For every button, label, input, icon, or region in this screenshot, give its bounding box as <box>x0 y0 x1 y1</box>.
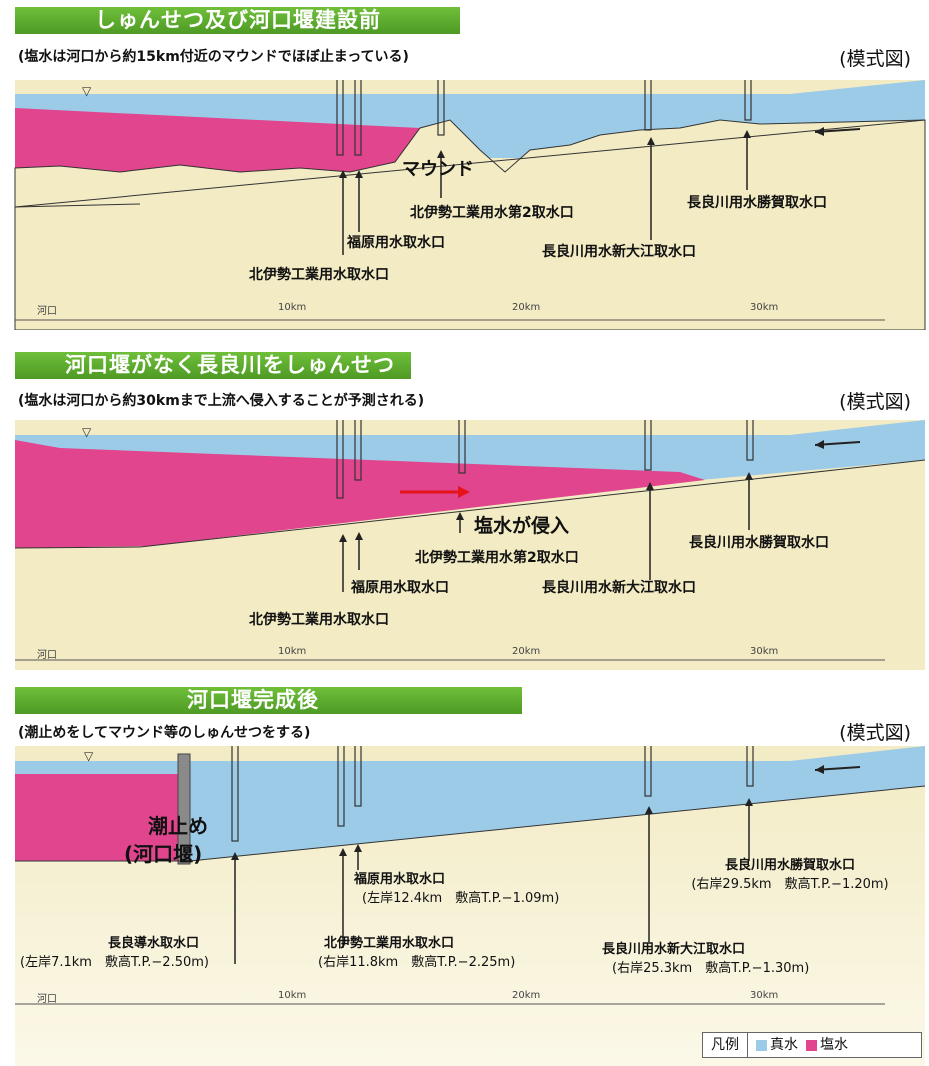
panel1-title-banner: しゅんせつ及び河口堰建設前 <box>15 7 460 34</box>
river-bed-mound <box>14 119 926 330</box>
legend-title: 凡例 <box>703 1033 748 1057</box>
label-kitaise-2-intake: 北伊勢工業用水第2取水口 <box>415 550 579 566</box>
fukuhara-detail: (左岸12.4km 敷高T.P.−1.09m) <box>362 891 560 906</box>
axis-label-30km: 30km <box>750 646 779 657</box>
legend-fresh-label: 真水 <box>770 1037 798 1053</box>
panel2-river-diagram: ▽ <box>14 420 926 670</box>
panel1-river-diagram: ▽ <box>14 80 926 330</box>
barrier-label: 潮止め <box>148 814 208 838</box>
intake-pipe <box>354 80 362 156</box>
intake-pipe <box>458 420 466 474</box>
panel3-title-banner: 河口堰完成後 <box>15 687 522 714</box>
label-kitaise-intake: 北伊勢工業用水取水口 (右岸11.8km 敷高T.P.−2.25m) <box>318 932 598 970</box>
panel-dredged-without-barrage: 河口堰がなく長良川をしゅんせつした場合 (塩水は河口から約30kmまで上流へ侵入… <box>0 345 929 685</box>
label-nagara-katsuga-intake: 長良川用水勝賀取水口 <box>689 535 829 551</box>
axis-label-mouth: 河口 <box>37 650 57 661</box>
nagara-dou-name: 長良導水取水口 <box>108 936 200 951</box>
intake-pipe <box>231 746 239 842</box>
label-kitaise-2-intake: 北伊勢工業用水第2取水口 <box>410 205 574 221</box>
label-nagara-dou-intake: 長良導水取水口 (左岸7.1km 敷高T.P.−2.50m) <box>20 932 310 970</box>
panel2-title-banner: 河口堰がなく長良川をしゅんせつした場合 <box>15 352 411 404</box>
water-level-icon: ▽ <box>82 425 92 439</box>
bed-slope-line <box>14 119 926 208</box>
axis-label-20km: 20km <box>512 646 541 657</box>
katsuga-name: 長良川用水勝賀取水口 <box>724 858 855 873</box>
label-shinooe-intake: 長良川用水新大江取水口 (右岸25.3km 敷高T.P.−1.30m) <box>602 938 902 976</box>
katsuga-detail: (右岸29.5km 敷高T.P.−1.20m) <box>691 877 889 892</box>
fresh-water-swatch <box>756 1039 767 1051</box>
intake-pipe <box>336 80 344 156</box>
intake-pipe <box>644 420 652 471</box>
bed-slope-line <box>189 785 926 862</box>
panel1-mode-label: (模式図) <box>839 48 911 70</box>
intake-pipe <box>744 80 752 121</box>
intake-pipe <box>746 746 754 787</box>
axis-label-mouth: 河口 <box>37 306 57 317</box>
kitaise-detail: (右岸11.8km 敷高T.P.−2.25m) <box>318 955 516 970</box>
panel2-mode-label: (模式図) <box>839 391 911 413</box>
intake-pipe <box>437 80 445 136</box>
bed-slope-line <box>139 459 926 548</box>
panel-before-construction: しゅんせつ及び河口堰建設前 (塩水は河口から約15km付近のマウンドでほぼ止まっ… <box>0 0 929 340</box>
axis-label-30km: 30km <box>750 990 779 1001</box>
estuary-barrage-gate <box>177 753 191 865</box>
mound-label: マウンド <box>402 159 474 180</box>
intake-pipe <box>354 746 362 807</box>
salt-intrusion-label: 塩水が侵入 <box>474 515 570 537</box>
label-fukuhara-intake: 福原用水取水口 <box>351 580 449 596</box>
intake-pipe <box>644 80 652 131</box>
shinooe-name: 長良川用水新大江取水口 <box>602 942 746 957</box>
legend: 凡例 真水 塩水 <box>702 1032 922 1058</box>
label-nagara-katsuga-intake: 長良川用水勝賀取水口 <box>687 195 827 211</box>
panel1-subtitle: (塩水は河口から約15km付近のマウンドでほぼ止まっている) <box>18 49 409 65</box>
nagara-dou-detail: (左岸7.1km 敷高T.P.−2.50m) <box>20 955 209 970</box>
intake-pipe <box>644 746 652 797</box>
water-level-icon: ▽ <box>82 84 92 98</box>
intake-pipe <box>354 420 362 481</box>
salt-water-swatch <box>806 1039 817 1051</box>
shinooe-detail: (右岸25.3km 敷高T.P.−1.30m) <box>612 961 810 976</box>
kitaise-name: 北伊勢工業用水取水口 <box>324 936 455 951</box>
axis-label-10km: 10km <box>278 302 307 313</box>
intake-pipe <box>746 420 754 461</box>
legend-salt: 塩水 <box>798 1033 848 1057</box>
axis-label-mouth: 河口 <box>37 994 57 1005</box>
panel3-mode-label: (模式図) <box>839 722 911 744</box>
axis-label-10km: 10km <box>278 646 307 657</box>
water-level-icon: ▽ <box>84 749 94 763</box>
axis-label-20km: 20km <box>512 990 541 1001</box>
intake-pipe <box>336 420 344 499</box>
barrier-label-barrage: (河口堰) <box>124 842 203 866</box>
panel1-title: しゅんせつ及び河口堰建設前 <box>95 8 381 32</box>
panel2-subtitle: (塩水は河口から約30kmまで上流へ侵入することが予測される) <box>18 393 425 409</box>
legend-fresh: 真水 <box>748 1033 798 1057</box>
label-katsuga-intake: 長良川用水勝賀取水口 (右岸29.5km 敷高T.P.−1.20m) <box>650 854 929 892</box>
axis-label-20km: 20km <box>512 302 541 313</box>
intake-pipe <box>337 746 345 827</box>
label-kitaise-intake: 北伊勢工業用水取水口 <box>249 612 389 628</box>
salt-water <box>15 774 180 861</box>
panel3-title: 河口堰完成後 <box>187 688 319 712</box>
panel2-title: 河口堰がなく長良川をしゅんせつした場合 <box>65 353 395 404</box>
label-fukuhara-intake: 福原用水取水口 (左岸12.4km 敷高T.P.−1.09m) <box>348 868 608 906</box>
legend-salt-label: 塩水 <box>820 1037 848 1053</box>
salt-water <box>15 440 705 548</box>
label-fukuhara-intake: 福原用水取水口 <box>347 235 445 251</box>
salt-water <box>15 108 420 172</box>
panel-after-barrage-completion: 河口堰完成後 (潮止めをしてマウンド等のしゅんせつをする) (模式図) ▽ <box>0 687 929 1066</box>
panel3-subtitle: (潮止めをしてマウンド等のしゅんせつをする) <box>18 725 311 741</box>
fresh-water <box>15 746 925 861</box>
label-nagara-shinooe-intake: 長良川用水新大江取水口 <box>542 244 696 260</box>
fukuhara-name: 福原用水取水口 <box>354 872 446 887</box>
label-kitaise-intake: 北伊勢工業用水取水口 <box>249 267 389 283</box>
axis-label-10km: 10km <box>278 990 307 1001</box>
axis-label-30km: 30km <box>750 302 779 313</box>
label-nagara-shinooe-intake: 長良川用水新大江取水口 <box>542 580 696 596</box>
panel3-river-diagram: ▽ <box>15 746 926 1066</box>
